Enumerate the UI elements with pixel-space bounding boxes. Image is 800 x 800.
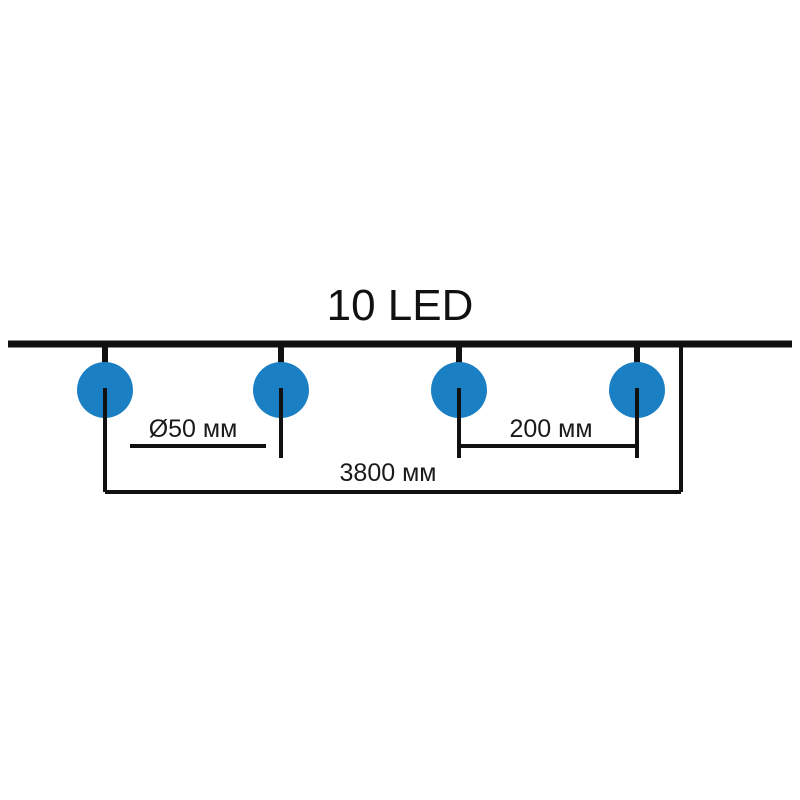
dimension-label-diameter: Ø50 мм (149, 415, 238, 443)
dimension-label-total-length: 3800 мм (340, 459, 437, 487)
dimension-label-spacing: 200 мм (509, 415, 592, 443)
page-title: 10 LED (327, 281, 474, 330)
